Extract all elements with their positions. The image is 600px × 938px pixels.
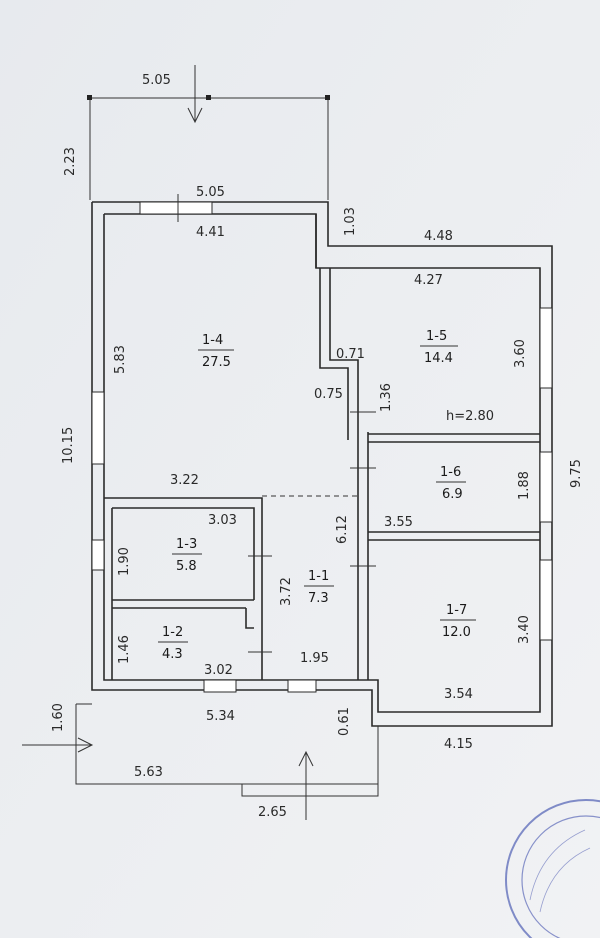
dimension-labels: 5.05 2.23 5.05 4.41 1.03 4.48 4.27 5.83 …	[51, 73, 584, 820]
section-arrow-bottom	[298, 750, 314, 820]
dim-terrace-depth: 1.60	[51, 703, 66, 732]
room-id: 1-5	[426, 329, 447, 344]
official-stamp	[505, 799, 600, 938]
room-area: 14.4	[424, 351, 453, 366]
room-id: 1-6	[440, 465, 461, 480]
dim-top-wall-outer: 5.05	[196, 185, 225, 200]
windows	[91, 201, 553, 693]
room-area: 27.5	[202, 355, 231, 370]
room-id: 1-1	[308, 569, 329, 584]
dim-r15-inner-width: 4.27	[414, 273, 443, 288]
dim-corr-136: 1.36	[379, 383, 394, 412]
terrace-outline	[75, 703, 379, 797]
dim-right-top-outer: 4.48	[424, 229, 453, 244]
dim-r12-depth: 1.46	[117, 635, 132, 664]
dim-r14-inner-width: 4.41	[196, 225, 225, 240]
room-id: 1-3	[176, 537, 197, 552]
room-id: 1-4	[202, 333, 223, 348]
room-labels: 1-4 27.5 1-5 14.4 1-6 6.9 1-3 5.8 1-1 7.…	[158, 329, 476, 662]
dim-r17-depth: 3.40	[517, 615, 532, 644]
room-area: 6.9	[442, 487, 463, 502]
room-area: 5.8	[176, 559, 197, 574]
room-1-1: 1-1 7.3	[304, 569, 334, 606]
dim-r17-width: 3.54	[444, 687, 473, 702]
interior-walls	[104, 268, 540, 680]
door-marks	[177, 194, 376, 653]
dim-terrace-width: 5.63	[134, 765, 163, 780]
room-id: 1-7	[446, 603, 467, 618]
room-1-2: 1-2 4.3	[158, 625, 188, 662]
ceiling-height: h=2.80	[446, 409, 494, 424]
dim-r11-width-195: 1.95	[300, 651, 329, 666]
room-id: 1-2	[162, 625, 183, 640]
room-area: 4.3	[162, 647, 183, 662]
dim-bottom-right-outer: 4.15	[444, 737, 473, 752]
dim-top-ext-depth: 2.23	[63, 147, 78, 176]
dim-r14-depth: 5.83	[113, 345, 128, 374]
dim-r11-depth-372: 3.72	[279, 577, 294, 606]
dim-step-071: 0.71	[336, 347, 365, 362]
dim-terrace-inner: 5.34	[206, 709, 235, 724]
room-1-5: 1-5 14.4	[420, 329, 458, 366]
room-area: 7.3	[308, 591, 329, 606]
dim-terrace-step: 0.61	[337, 707, 352, 736]
dim-r16-width: 3.55	[384, 515, 413, 530]
dim-r15-depth: 3.60	[513, 339, 528, 368]
dim-r12-width: 3.02	[204, 663, 233, 678]
room-1-3: 1-3 5.8	[172, 537, 202, 574]
dim-r13-width: 3.03	[208, 513, 237, 528]
dim-r13-depth: 1.90	[117, 547, 132, 576]
section-arrow-left	[22, 737, 94, 753]
dim-left-total: 10.15	[61, 427, 76, 464]
dim-top-ext-width: 5.05	[142, 73, 171, 88]
section-arrow-top	[187, 65, 203, 124]
top-extension-outline	[87, 95, 330, 200]
dim-r11-depth-612: 6.12	[335, 515, 350, 544]
dim-step-103: 1.03	[343, 207, 358, 236]
room-1-4: 1-4 27.5	[198, 333, 234, 370]
dim-step-075: 0.75	[314, 387, 343, 402]
exterior-walls	[91, 201, 553, 727]
dim-r16-depth: 1.88	[517, 471, 532, 500]
room-1-7: 1-7 12.0	[440, 603, 476, 640]
room-1-6: 1-6 6.9	[436, 465, 466, 502]
dim-right-total: 9.75	[569, 459, 584, 488]
dim-porch-width: 2.65	[258, 805, 287, 820]
dim-r11-width-322: 3.22	[170, 473, 199, 488]
room-area: 12.0	[442, 625, 471, 640]
